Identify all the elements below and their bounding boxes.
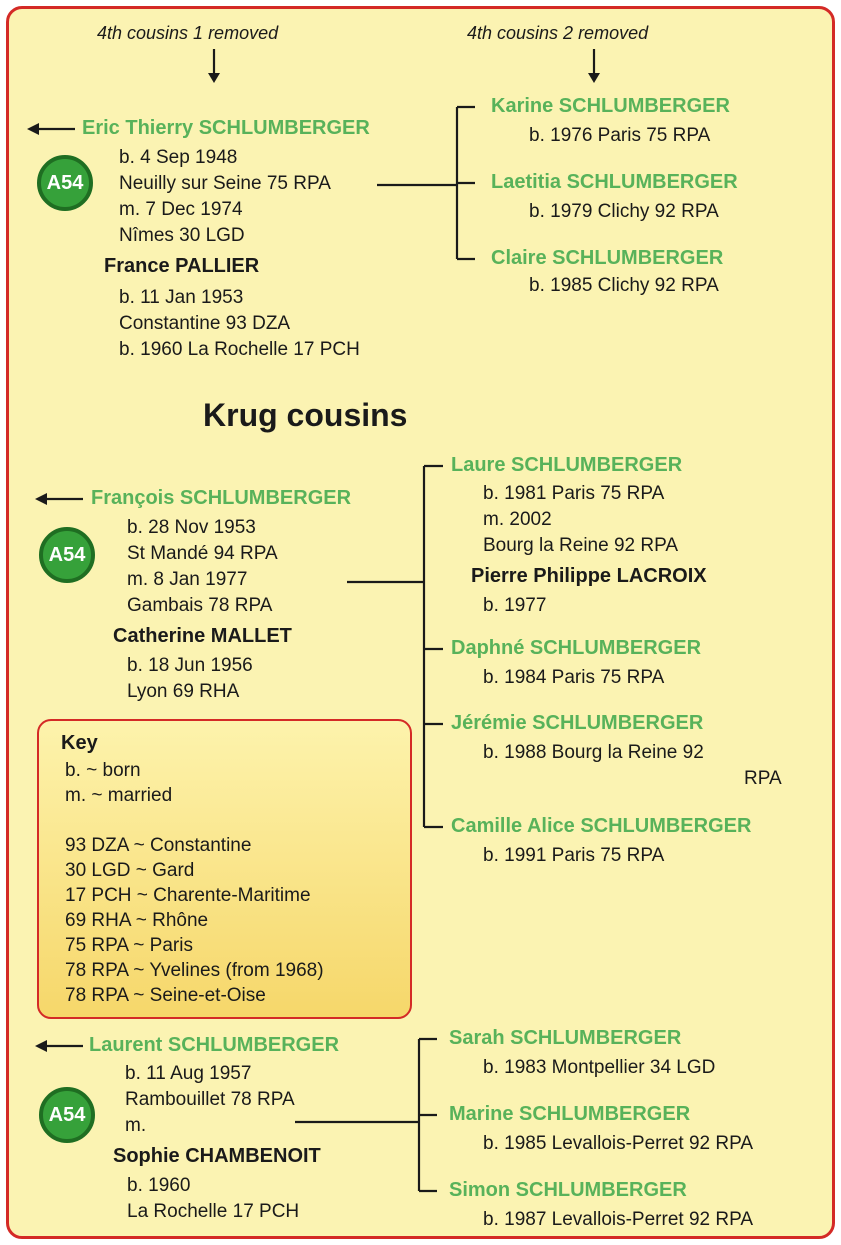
family1-child1-line-1: b. 1976 Paris 75 RPA bbox=[529, 125, 711, 146]
family3-head-line-2: Rambouillet 78 RPA bbox=[125, 1089, 295, 1110]
key-item: 78 RPA ~ Seine-et-Oise bbox=[65, 985, 266, 1006]
family1-head-name: Eric Thierry SCHLUMBERGER bbox=[82, 117, 370, 139]
family2-child1-name: Laure SCHLUMBERGER bbox=[451, 454, 683, 476]
family2-child1-line-3: Bourg la Reine 92 RPA bbox=[483, 535, 679, 556]
family2-child4-line-1: b. 1991 Paris 75 RPA bbox=[483, 845, 665, 866]
family1-child2-name: Laetitia SCHLUMBERGER bbox=[491, 171, 738, 193]
family2-head-line-3: m. 8 Jan 1977 bbox=[127, 569, 248, 590]
family2-child2-line-1: b. 1984 Paris 75 RPA bbox=[483, 667, 665, 688]
family2-spouse-line-2: Lyon 69 RHA bbox=[127, 681, 240, 702]
family3-child2-name: Marine SCHLUMBERGER bbox=[449, 1103, 691, 1125]
family1-spouse-line-1: b. 11 Jan 1953 bbox=[119, 287, 244, 308]
generation-label-right: 4th cousins 2 removed bbox=[467, 23, 649, 43]
family1-head-line-1: b. 4 Sep 1948 bbox=[119, 147, 238, 168]
family2-child3-line-2: RPA bbox=[744, 768, 782, 789]
key-item: 30 LGD ~ Gard bbox=[65, 860, 195, 881]
family2-child4-name: Camille Alice SCHLUMBERGER bbox=[451, 815, 752, 837]
key-item: 75 RPA ~ Paris bbox=[65, 935, 193, 956]
family2-spouse-name: Catherine MALLET bbox=[113, 625, 292, 647]
family1-spouse-name: France PALLIER bbox=[104, 255, 260, 277]
family2-head-line-4: Gambais 78 RPA bbox=[127, 595, 273, 616]
section-title: Krug cousins bbox=[203, 397, 408, 433]
key-item: 93 DZA ~ Constantine bbox=[65, 835, 252, 856]
key-item: 17 PCH ~ Charente-Maritime bbox=[65, 885, 311, 906]
family2-head-line-2: St Mandé 94 RPA bbox=[127, 543, 278, 564]
badge-family1: A54 bbox=[37, 155, 93, 211]
family2-child3-line-1: b. 1988 Bourg la Reine 92 bbox=[483, 742, 704, 763]
family3-head-line-3: m. bbox=[125, 1115, 147, 1136]
family3-child3-name: Simon SCHLUMBERGER bbox=[449, 1179, 687, 1201]
family1-head-line-4: Nîmes 30 LGD bbox=[119, 225, 245, 246]
family2-child1-line-1: b. 1981 Paris 75 RPA bbox=[483, 483, 665, 504]
key-item: b. ~ born bbox=[65, 760, 141, 781]
left-arrow-family2-head bbox=[35, 493, 47, 505]
left-arrow-family1-head bbox=[27, 123, 39, 135]
family3-head-name: Laurent SCHLUMBERGER bbox=[89, 1034, 340, 1056]
family1-head-line-2: Neuilly sur Seine 75 RPA bbox=[119, 173, 331, 194]
family2-child1-spouse-name: Pierre Philippe LACROIX bbox=[471, 565, 707, 587]
family2-child1-spouse-line-1: b. 1977 bbox=[483, 595, 547, 616]
generation-label-left: 4th cousins 1 removed bbox=[97, 23, 279, 43]
family1-child3-name: Claire SCHLUMBERGER bbox=[491, 247, 724, 269]
family2-spouse-line-1: b. 18 Jun 1956 bbox=[127, 655, 253, 676]
key-item: 69 RHA ~ Rhône bbox=[65, 910, 209, 931]
family1-child2-line-1: b. 1979 Clichy 92 RPA bbox=[529, 201, 719, 222]
key-box: Key b. ~ born m. ~ married 93 DZA ~ Cons… bbox=[37, 719, 412, 1019]
family2-child2-name: Daphné SCHLUMBERGER bbox=[451, 637, 702, 659]
family3-child1-line-1: b. 1983 Montpellier 34 LGD bbox=[483, 1057, 716, 1078]
badge-family3: A54 bbox=[39, 1087, 95, 1143]
down-arrow-left-head bbox=[208, 73, 220, 83]
chart-frame: 4th cousins 1 removed 4th cousins 2 remo… bbox=[6, 6, 835, 1239]
family1-child1-name: Karine SCHLUMBERGER bbox=[491, 95, 730, 117]
family2-head-line-1: b. 28 Nov 1953 bbox=[127, 517, 256, 538]
family3-child1-name: Sarah SCHLUMBERGER bbox=[449, 1027, 682, 1049]
key-item: m. ~ married bbox=[65, 785, 173, 806]
family3-spouse-line-1: b. 1960 bbox=[127, 1175, 191, 1196]
key-title: Key bbox=[61, 732, 98, 754]
family1-child3-line-1: b. 1985 Clichy 92 RPA bbox=[529, 275, 719, 296]
left-arrow-family3-head bbox=[35, 1040, 47, 1052]
key-item: 78 RPA ~ Yvelines (from 1968) bbox=[65, 960, 324, 981]
family3-spouse-line-2: La Rochelle 17 PCH bbox=[127, 1201, 300, 1222]
family2-head-name: François SCHLUMBERGER bbox=[91, 487, 352, 509]
family1-spouse-line-3: b. 1960 La Rochelle 17 PCH bbox=[119, 339, 360, 360]
family2-child1-line-2: m. 2002 bbox=[483, 509, 552, 530]
family2-child3-name: Jérémie SCHLUMBERGER bbox=[451, 712, 704, 734]
family3-spouse-name: Sophie CHAMBENOIT bbox=[113, 1145, 321, 1167]
tree-connectors bbox=[27, 49, 600, 1193]
family3-child3-line-1: b. 1987 Levallois-Perret 92 RPA bbox=[483, 1209, 754, 1230]
family3-head-line-1: b. 11 Aug 1957 bbox=[125, 1063, 252, 1084]
family1-spouse-line-2: Constantine 93 DZA bbox=[119, 313, 291, 334]
badge-family2: A54 bbox=[39, 527, 95, 583]
family1-head-line-3: m. 7 Dec 1974 bbox=[119, 199, 243, 220]
family3-child2-line-1: b. 1985 Levallois-Perret 92 RPA bbox=[483, 1133, 754, 1154]
down-arrow-right-head bbox=[588, 73, 600, 83]
